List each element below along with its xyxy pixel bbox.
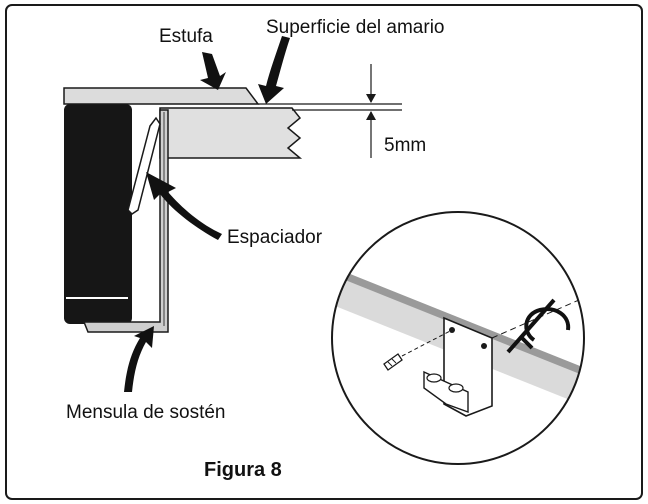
- spacer-clip: [127, 116, 161, 215]
- detail-hole-2: [481, 343, 487, 349]
- spacer-pointer-arrow-icon: [146, 172, 222, 240]
- screw-icon: [383, 353, 403, 371]
- spacer-label: Espaciador: [227, 227, 323, 248]
- bracket-label: Mensula de sostén: [66, 402, 226, 423]
- stove-top-plate: [63, 87, 260, 105]
- centerline-symbol-icon: [506, 298, 571, 354]
- cabinet-surface: [159, 107, 303, 159]
- appliance-body: [64, 104, 132, 324]
- support-bracket: [82, 109, 169, 333]
- cabinet-surface-label: Superficie del amario: [266, 17, 445, 38]
- detail-circle-outline: [331, 211, 585, 465]
- stove-pointer-arrow-icon: [200, 52, 226, 90]
- detail-view: [332, 212, 584, 464]
- detail-slot-2: [448, 383, 464, 393]
- gap-arrow-down-icon: [366, 94, 376, 103]
- stove-label: Estufa: [159, 26, 213, 47]
- detail-countertop-edge: [332, 262, 584, 382]
- screw-guide-line: [401, 329, 453, 357]
- bracket-pointer-arrow-icon: [124, 326, 154, 392]
- figure-caption: Figura 8: [204, 459, 282, 481]
- gap-arrow-up-icon: [366, 111, 376, 120]
- detail-slot-1: [426, 373, 442, 383]
- gap-dimension-label: 5mm: [384, 135, 427, 156]
- surface-pointer-arrow-icon: [258, 36, 290, 104]
